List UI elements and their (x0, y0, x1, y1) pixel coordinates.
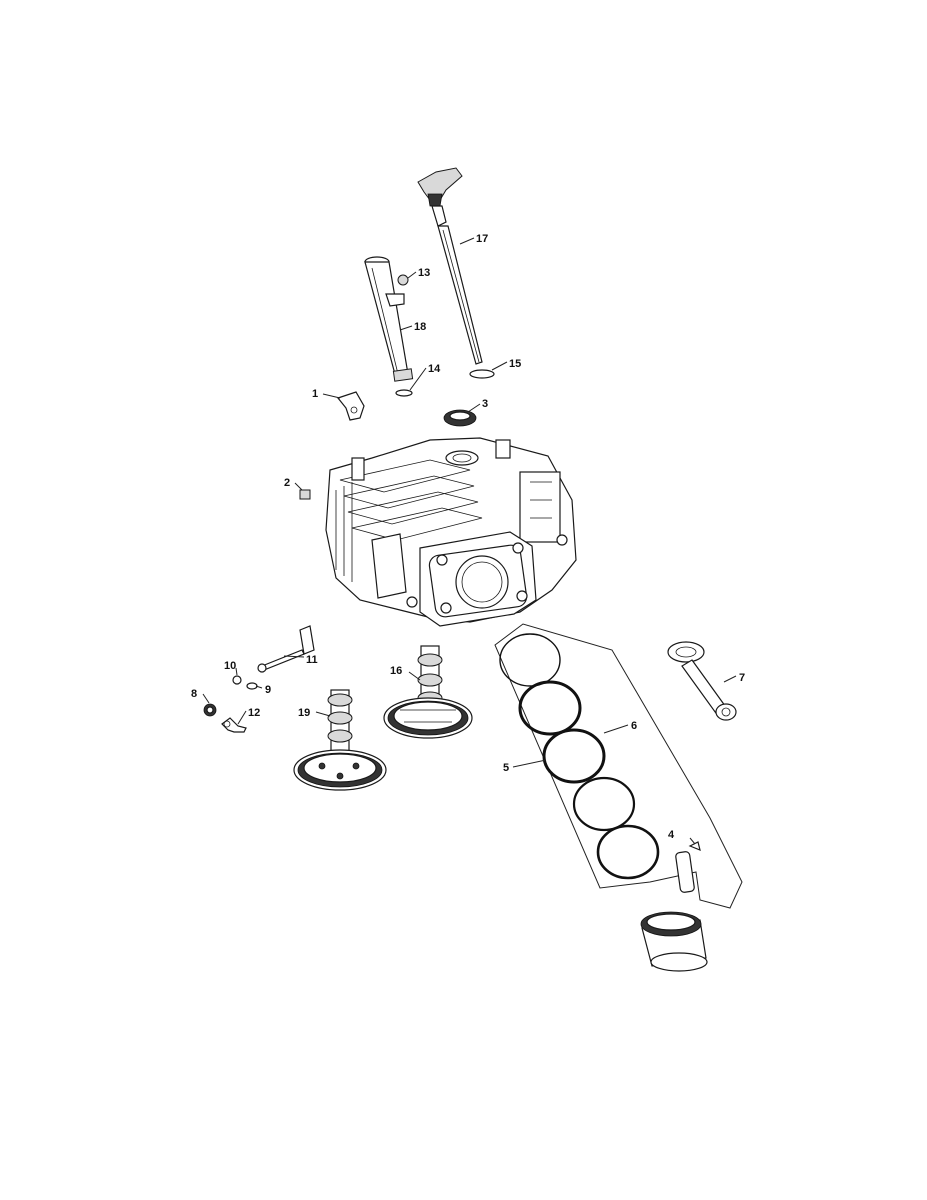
camshaft-part-16 (383, 645, 473, 739)
callout-4: 4 (668, 829, 675, 841)
callout-6: 6 (631, 720, 637, 732)
plug-part-2 (299, 489, 311, 500)
hardware-part-12 (221, 717, 247, 733)
o-ring-part-14 (395, 389, 413, 397)
callout-19: 19 (298, 707, 310, 719)
callout-13: 13 (418, 267, 430, 279)
connecting-rod-part-7 (667, 641, 737, 721)
callout-14: 14 (428, 363, 441, 375)
callout-8: 8 (191, 688, 197, 700)
bracket-part-1 (336, 391, 365, 421)
camshaft-part-19 (293, 689, 387, 791)
callout-labels: 1 2 3 4 5 6 7 8 9 10 11 12 13 14 15 16 1… (191, 233, 745, 841)
dipstick-part (417, 167, 483, 365)
dipstick-tube-part (364, 256, 414, 382)
governor-shaft-part-11 (257, 625, 315, 673)
callout-7: 7 (739, 672, 745, 684)
callout-18: 18 (414, 321, 426, 333)
pin-clip-part-4 (688, 841, 701, 851)
callout-5: 5 (503, 762, 509, 774)
nut-part-13 (397, 274, 409, 286)
hardware-part-8 (203, 703, 217, 717)
crankcase-block-part (325, 437, 577, 627)
callout-17: 17 (476, 233, 488, 245)
callout-12: 12 (248, 707, 260, 719)
hardware-part-10 (232, 675, 242, 685)
piston-ring-set-panel (494, 623, 743, 909)
callout-16: 16 (390, 665, 402, 677)
piston-part (640, 911, 708, 972)
washer-part-15 (469, 369, 495, 379)
callout-9: 9 (265, 684, 271, 696)
callout-1: 1 (312, 388, 318, 400)
callout-2: 2 (284, 477, 290, 489)
callout-10: 10 (224, 660, 236, 672)
oil-seal-part-3 (443, 409, 477, 427)
callout-11: 11 (306, 654, 318, 666)
callout-3: 3 (482, 398, 488, 410)
leader-lines (202, 237, 737, 845)
hardware-part-9 (246, 682, 258, 690)
callout-15: 15 (509, 358, 521, 370)
